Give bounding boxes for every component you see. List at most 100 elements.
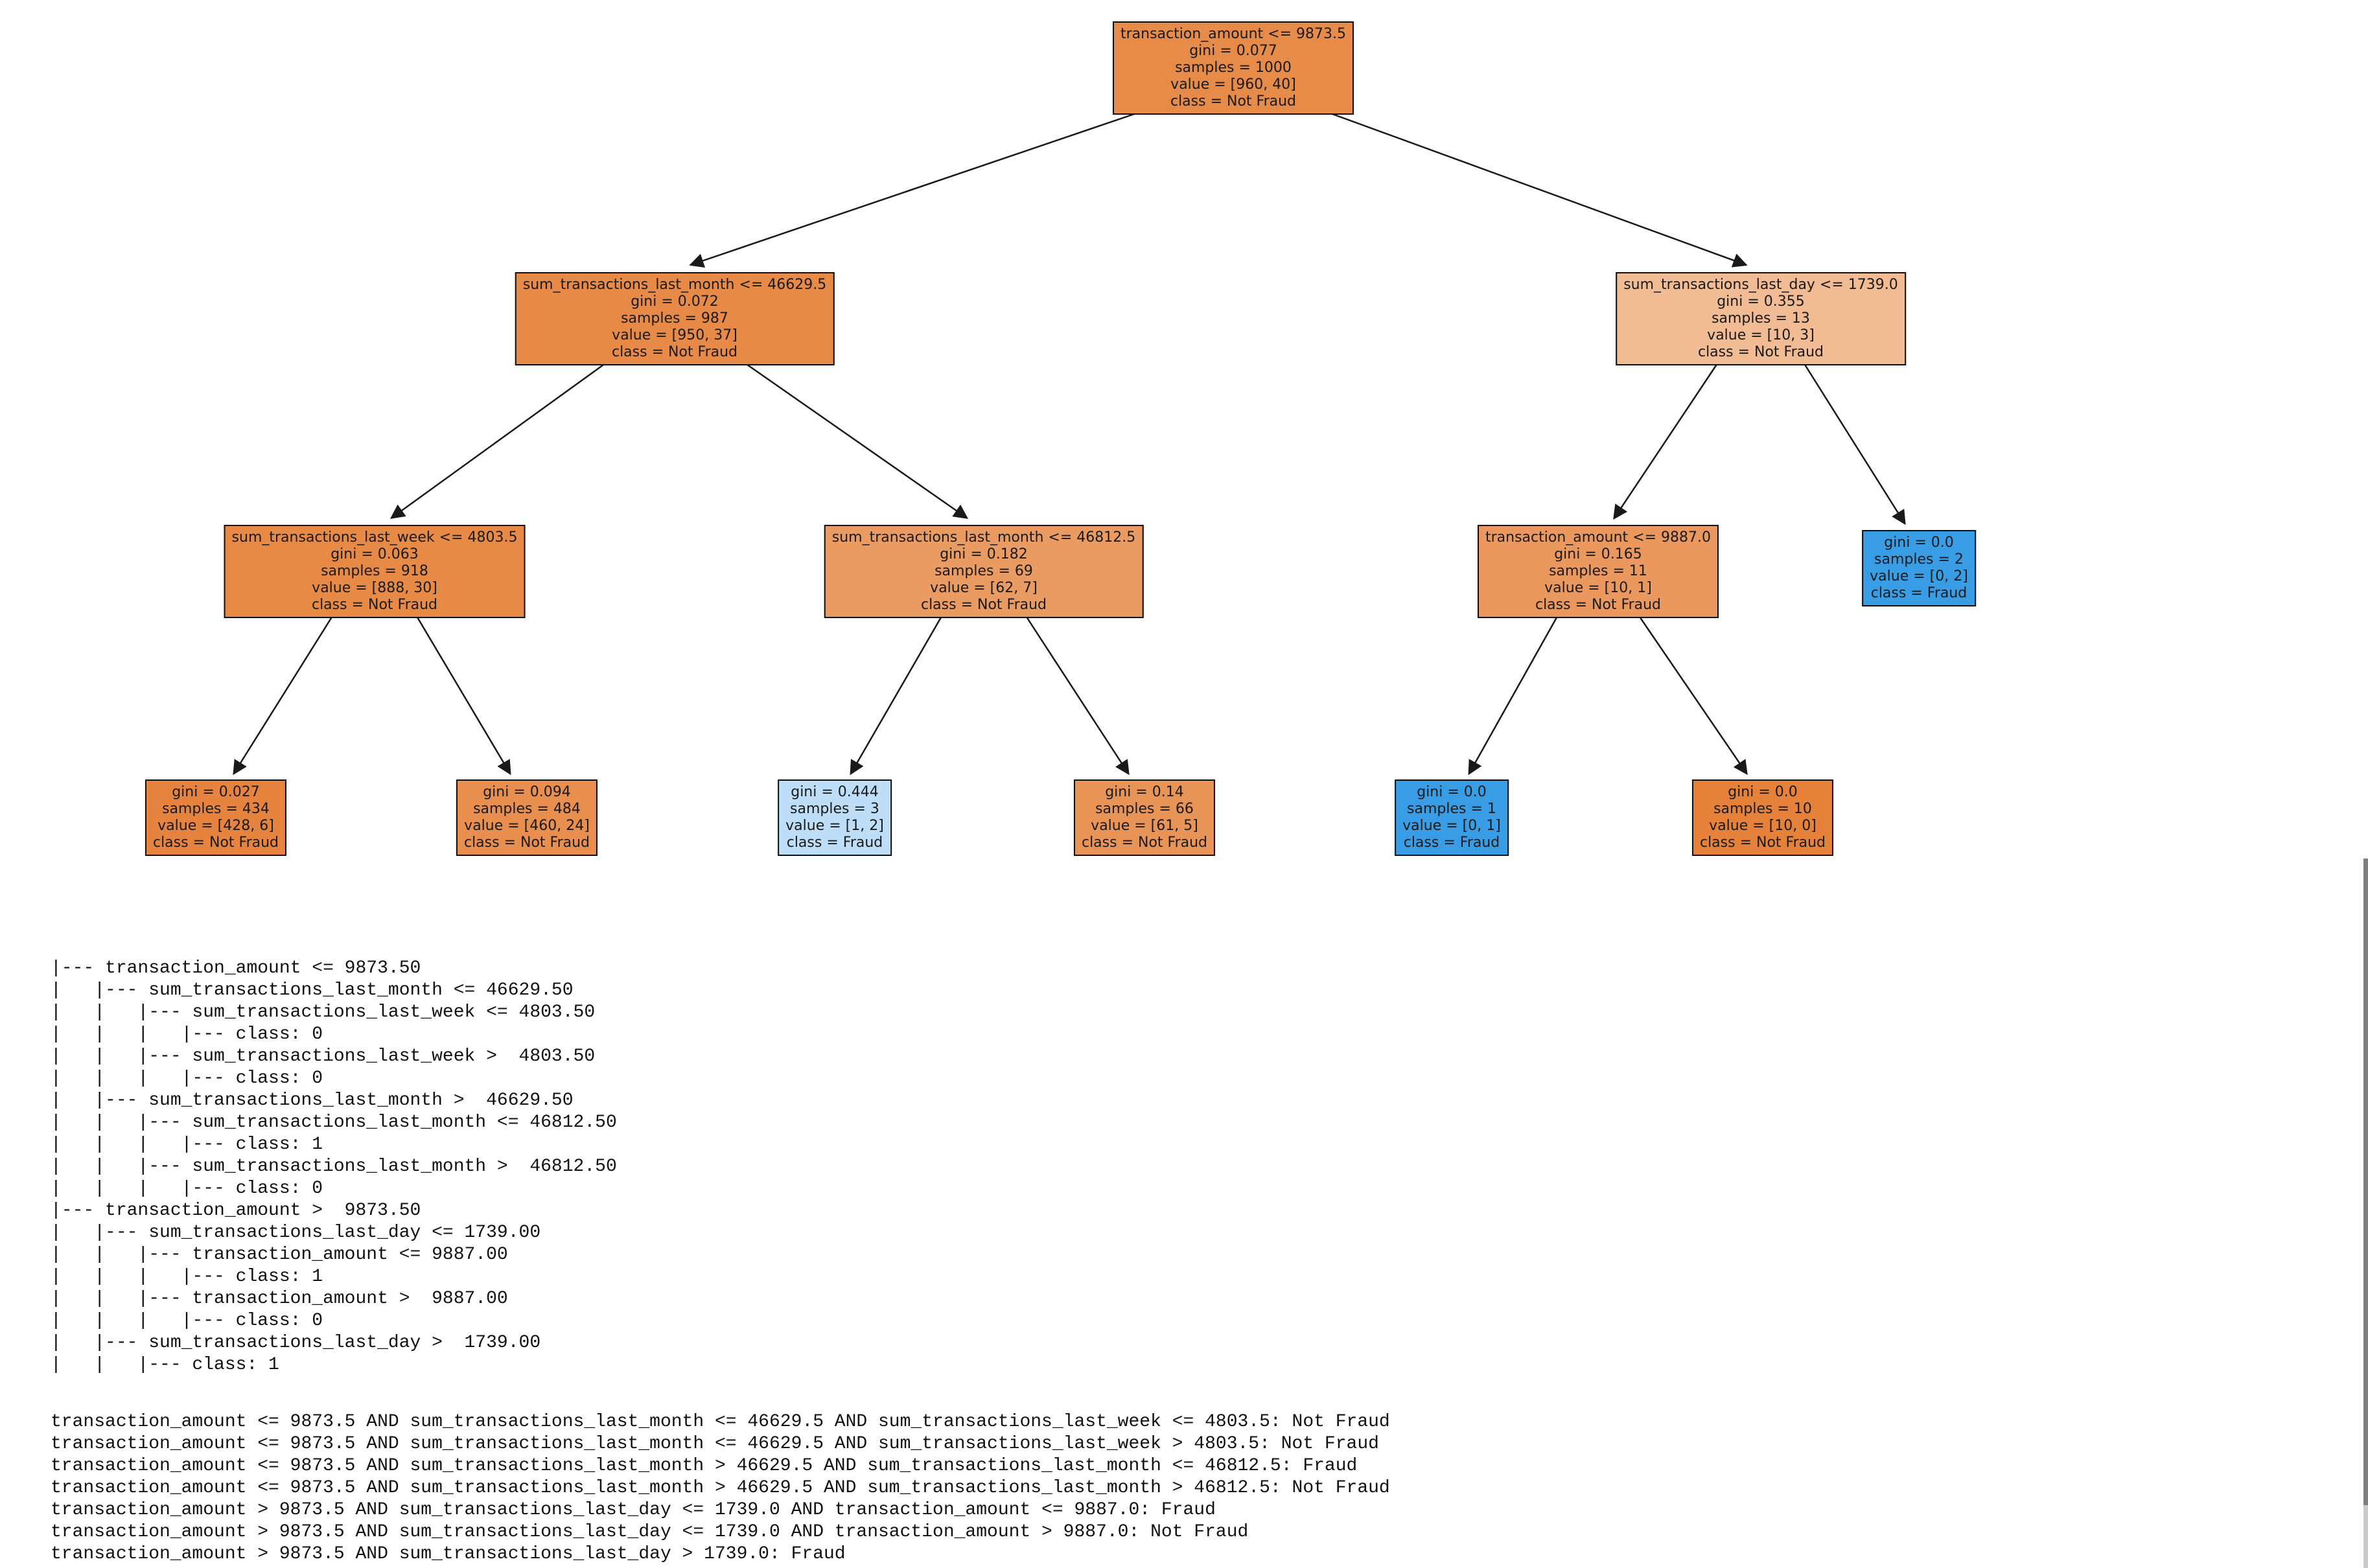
tree-text-line: |--- transaction_amount > 9873.50 bbox=[51, 1201, 421, 1221]
tree-node-depth1-left: sum_transactions_last_month <= 46629.5 g… bbox=[515, 272, 835, 365]
node-value: value = [0, 1] bbox=[1402, 818, 1501, 834]
edge-n1-right bbox=[742, 360, 969, 519]
node-value: value = [10, 1] bbox=[1544, 580, 1652, 596]
tree-text-line: | | | |--- class: 0 bbox=[51, 1311, 323, 1331]
tree-text-line: | | |--- sum_transactions_last_month > 4… bbox=[51, 1157, 617, 1177]
tree-text-line: | | |--- class: 1 bbox=[51, 1355, 279, 1375]
node-gini: gini = 0.444 bbox=[791, 784, 879, 800]
tree-leaf-5: gini = 0.0 samples = 1 value = [0, 1] cl… bbox=[1395, 779, 1509, 856]
node-class: class = Not Fraud bbox=[1699, 835, 1826, 851]
tree-text-line: | | |--- sum_transactions_last_month <= … bbox=[51, 1113, 617, 1133]
node-samples: samples = 69 bbox=[934, 563, 1033, 579]
tree-text-line: | |--- sum_transactions_last_month <= 46… bbox=[51, 980, 574, 1000]
node-samples: samples = 66 bbox=[1095, 801, 1194, 817]
tree-leaf-fraud-depth2: gini = 0.0 samples = 2 value = [0, 2] cl… bbox=[1862, 530, 1976, 606]
edge-n2-left bbox=[1613, 361, 1720, 520]
tree-text-line: | | |--- transaction_amount <= 9887.00 bbox=[51, 1245, 508, 1265]
node-condition: sum_transactions_last_month <= 46812.5 bbox=[831, 529, 1136, 546]
rule-line: transaction_amount > 9873.5 AND sum_tran… bbox=[51, 1500, 1216, 1520]
edge-n5-right bbox=[1636, 612, 1748, 776]
node-value: value = [10, 3] bbox=[1707, 327, 1815, 343]
tree-leaf-2: gini = 0.094 samples = 484 value = [460,… bbox=[456, 779, 598, 856]
node-class: class = Fraud bbox=[1403, 835, 1500, 851]
node-class: class = Not Fraud bbox=[1170, 93, 1297, 110]
edge-n3-right bbox=[413, 612, 511, 776]
node-gini: gini = 0.027 bbox=[172, 784, 260, 800]
edge-n3-left bbox=[233, 612, 336, 776]
node-gini: gini = 0.077 bbox=[1189, 43, 1277, 59]
node-class: class = Not Fraud bbox=[1697, 344, 1824, 360]
tree-node-depth1-right: sum_transactions_last_day <= 1739.0 gini… bbox=[1616, 272, 1906, 365]
node-samples: samples = 13 bbox=[1712, 310, 1810, 327]
tree-leaf-6: gini = 0.0 samples = 10 value = [10, 0] … bbox=[1691, 779, 1834, 856]
tree-node-root: transaction_amount <= 9873.5 gini = 0.07… bbox=[1113, 21, 1354, 115]
node-gini: gini = 0.0 bbox=[1728, 784, 1798, 800]
node-gini: gini = 0.355 bbox=[1717, 294, 1805, 310]
node-class: class = Not Fraud bbox=[1535, 597, 1662, 613]
node-samples: samples = 1000 bbox=[1175, 60, 1292, 76]
node-samples: samples = 484 bbox=[473, 801, 581, 817]
node-value: value = [1, 2] bbox=[785, 818, 884, 834]
node-samples: samples = 987 bbox=[621, 310, 728, 327]
rule-line: transaction_amount > 9873.5 AND sum_tran… bbox=[51, 1544, 846, 1564]
tree-node-depth2-3: transaction_amount <= 9887.0 gini = 0.16… bbox=[1478, 525, 1719, 618]
tree-text-line: | | |--- transaction_amount > 9887.00 bbox=[51, 1289, 508, 1309]
tree-text-output: |--- transaction_amount <= 9873.50 | |--… bbox=[51, 958, 617, 1376]
edge-n2-right bbox=[1802, 361, 1906, 525]
node-gini: gini = 0.0 bbox=[1417, 784, 1487, 800]
node-value: value = [460, 24] bbox=[464, 818, 590, 834]
node-gini: gini = 0.165 bbox=[1554, 546, 1642, 562]
tree-text-line: | |--- sum_transactions_last_month > 466… bbox=[51, 1090, 574, 1111]
node-gini: gini = 0.14 bbox=[1105, 784, 1184, 800]
rule-line: transaction_amount <= 9873.5 AND sum_tra… bbox=[51, 1412, 1390, 1432]
node-samples: samples = 1 bbox=[1407, 801, 1496, 817]
output-scrollbar-track[interactable] bbox=[2363, 859, 2368, 1568]
node-samples: samples = 3 bbox=[790, 801, 879, 817]
tree-text-line: | | | |--- class: 0 bbox=[51, 1024, 323, 1044]
node-value: value = [888, 30] bbox=[312, 580, 437, 596]
node-samples: samples = 434 bbox=[162, 801, 270, 817]
rule-line: transaction_amount > 9873.5 AND sum_tran… bbox=[51, 1522, 1249, 1542]
output-scrollbar-thumb[interactable] bbox=[2363, 859, 2368, 1505]
decision-rules-output: transaction_amount <= 9873.5 AND sum_tra… bbox=[51, 1411, 1390, 1565]
rule-line: transaction_amount <= 9873.5 AND sum_tra… bbox=[51, 1456, 1358, 1476]
tree-text-line: | |--- sum_transactions_last_day > 1739.… bbox=[51, 1333, 541, 1353]
tree-leaf-3: gini = 0.444 samples = 3 value = [1, 2] … bbox=[778, 779, 892, 856]
node-class: class = Not Fraud bbox=[152, 835, 279, 851]
tree-text-line: | | | |--- class: 0 bbox=[51, 1179, 323, 1199]
tree-node-depth2-1: sum_transactions_last_week <= 4803.5 gin… bbox=[224, 525, 526, 618]
node-samples: samples = 2 bbox=[1874, 551, 1964, 568]
tree-text-line: | | |--- sum_transactions_last_week > 48… bbox=[51, 1046, 596, 1066]
node-value: value = [950, 37] bbox=[612, 327, 737, 343]
node-condition: sum_transactions_last_month <= 46629.5 bbox=[522, 277, 827, 293]
edge-n5-left bbox=[1468, 612, 1561, 776]
node-class: class = Not Fraud bbox=[611, 344, 738, 360]
edge-n4-left bbox=[850, 612, 945, 776]
tree-text-line: | | | |--- class: 1 bbox=[51, 1135, 323, 1155]
edge-root-right bbox=[1325, 110, 1748, 268]
node-samples: samples = 918 bbox=[321, 563, 428, 579]
node-value: value = [62, 7] bbox=[930, 580, 1038, 596]
rule-line: transaction_amount <= 9873.5 AND sum_tra… bbox=[51, 1478, 1390, 1498]
node-gini: gini = 0.0 bbox=[1884, 535, 1954, 551]
edge-n4-right bbox=[1023, 612, 1130, 776]
node-samples: samples = 11 bbox=[1549, 563, 1647, 579]
rule-line: transaction_amount <= 9873.5 AND sum_tra… bbox=[51, 1434, 1379, 1454]
tree-text-line: | | | |--- class: 1 bbox=[51, 1267, 323, 1287]
edge-n1-left bbox=[389, 360, 609, 519]
node-value: value = [428, 6] bbox=[157, 818, 274, 834]
node-class: class = Fraud bbox=[786, 835, 883, 851]
node-gini: gini = 0.094 bbox=[483, 784, 571, 800]
node-value: value = [960, 40] bbox=[1170, 76, 1296, 93]
node-gini: gini = 0.072 bbox=[631, 294, 719, 310]
node-gini: gini = 0.182 bbox=[940, 546, 1028, 562]
node-condition: transaction_amount <= 9873.5 bbox=[1120, 26, 1346, 42]
tree-leaf-1: gini = 0.027 samples = 434 value = [428,… bbox=[145, 779, 287, 856]
node-condition: sum_transactions_last_day <= 1739.0 bbox=[1623, 277, 1898, 293]
node-class: class = Not Fraud bbox=[311, 597, 438, 613]
tree-text-line: | |--- sum_transactions_last_day <= 1739… bbox=[51, 1223, 541, 1243]
node-samples: samples = 10 bbox=[1713, 801, 1812, 817]
node-condition: sum_transactions_last_week <= 4803.5 bbox=[231, 529, 518, 546]
tree-text-line: | | |--- sum_transactions_last_week <= 4… bbox=[51, 1002, 596, 1022]
